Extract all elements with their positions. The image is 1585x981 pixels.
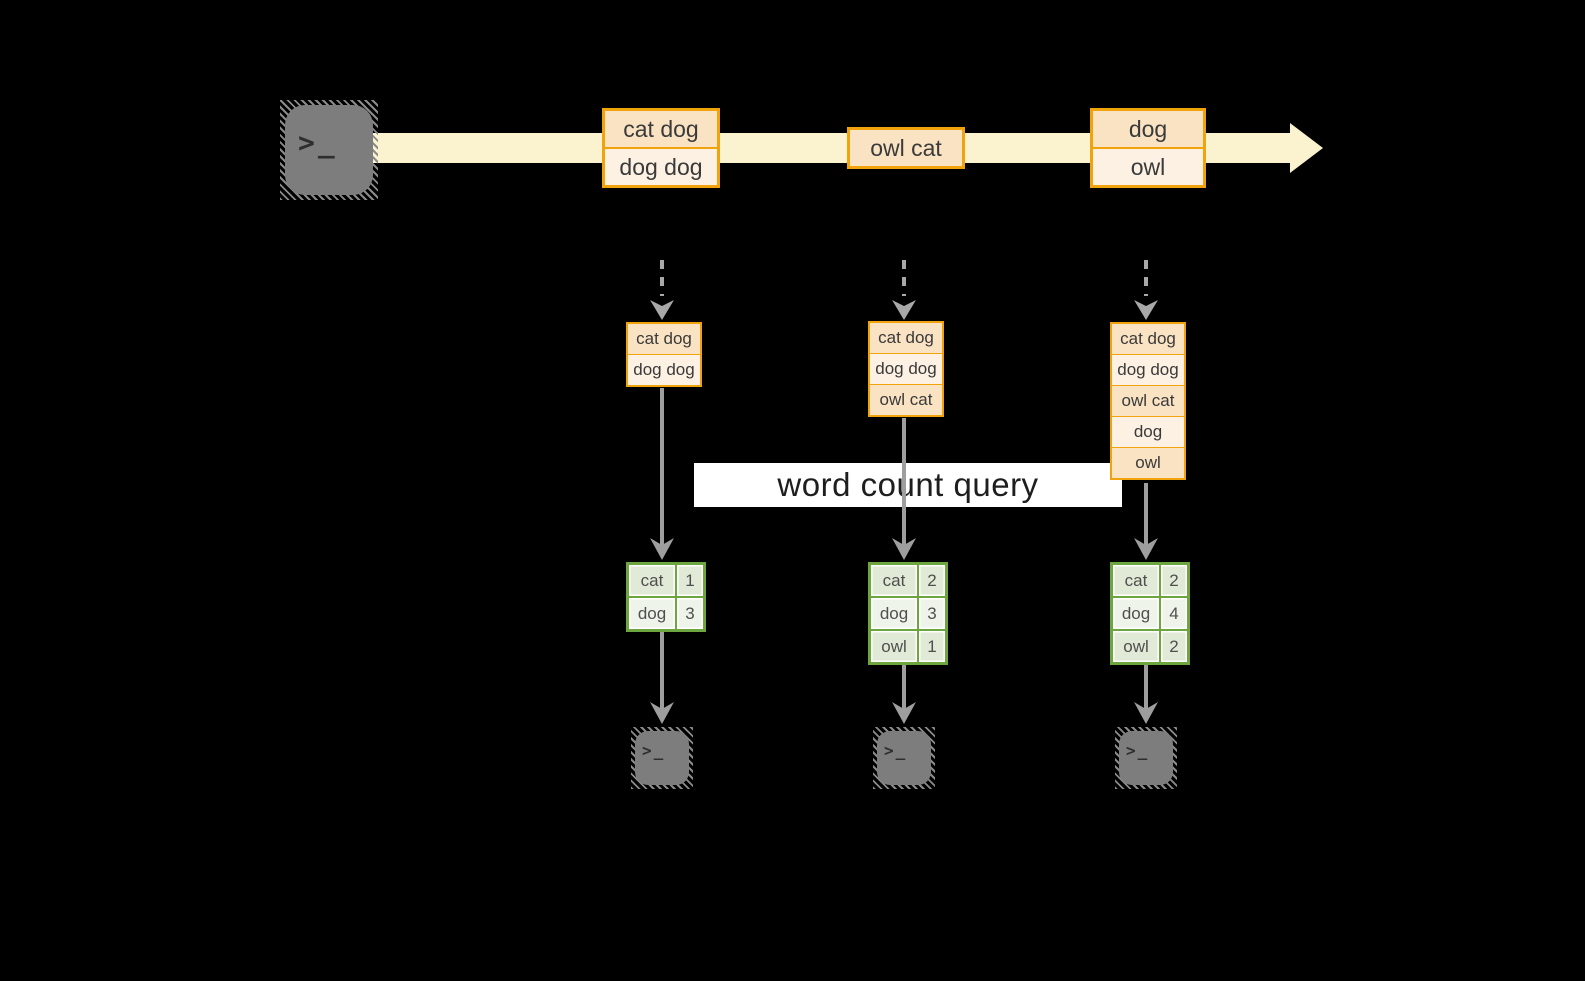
- dashed-arrow-1: [650, 260, 674, 320]
- query-arrow-3: [1134, 483, 1158, 560]
- stream-arrowhead-icon: [1290, 123, 1323, 173]
- count-word: dog: [868, 596, 919, 631]
- state-line: dog dog: [1112, 354, 1184, 385]
- output-terminal-icon-3: >_: [1115, 727, 1177, 789]
- count-row: owl 2: [1110, 629, 1190, 665]
- count-value: 2: [917, 562, 948, 598]
- output-terminal-icon-2: >_: [873, 727, 935, 789]
- stream-event-line: cat dog: [605, 111, 717, 147]
- state-line: cat dog: [1112, 324, 1184, 354]
- dashed-arrow-2: [892, 260, 916, 320]
- output-arrow-1: [650, 629, 674, 724]
- count-row: dog 3: [868, 596, 948, 631]
- stream-event-line: dog: [1093, 111, 1203, 147]
- dashed-arrow-3: [1134, 260, 1158, 320]
- count-word: cat: [1110, 562, 1161, 598]
- terminal-body: [635, 731, 689, 785]
- count-word: owl: [1110, 629, 1161, 665]
- count-value: 3: [675, 596, 706, 632]
- count-row: dog 4: [1110, 596, 1190, 631]
- count-row: cat 2: [868, 562, 948, 598]
- state-line: dog dog: [870, 353, 942, 384]
- stream-event-line: dog dog: [605, 147, 717, 185]
- count-row: dog 3: [626, 596, 706, 632]
- stream-event-line: owl cat: [850, 130, 962, 166]
- count-word: cat: [626, 562, 677, 598]
- output-arrow-2: [892, 660, 916, 724]
- count-word: dog: [626, 596, 677, 632]
- terminal-body: [1119, 731, 1173, 785]
- count-word: dog: [1110, 596, 1161, 631]
- terminal-prompt-glyph: >_: [884, 741, 908, 760]
- count-row: cat 1: [626, 562, 706, 598]
- count-value: 3: [917, 596, 948, 631]
- stream-event-box-2: owl cat: [847, 127, 965, 169]
- query-label: word count query: [777, 466, 1039, 503]
- query-arrow-2: [892, 418, 916, 560]
- terminal-prompt-glyph: >_: [642, 741, 666, 760]
- stream-event-box-1: cat dog dog dog: [602, 108, 720, 188]
- state-line: dog: [1112, 416, 1184, 447]
- source-terminal-icon: >_: [280, 100, 378, 200]
- count-table-1: cat 1 dog 3: [626, 562, 706, 632]
- count-value: 2: [1159, 629, 1190, 665]
- stream-event-box-3: dog owl: [1090, 108, 1206, 188]
- state-line: dog dog: [628, 354, 700, 385]
- terminal-prompt-glyph: >_: [298, 126, 338, 159]
- terminal-body: [877, 731, 931, 785]
- count-value: 1: [675, 562, 706, 598]
- count-word: owl: [868, 629, 919, 665]
- state-box-2: cat dog dog dog owl cat: [868, 321, 944, 417]
- state-line: owl cat: [1112, 385, 1184, 416]
- output-arrow-3: [1134, 660, 1158, 724]
- count-row: cat 2: [1110, 562, 1190, 598]
- stream-event-line: owl: [1093, 147, 1203, 185]
- query-arrow-1: [650, 388, 674, 560]
- query-label-band: word count query: [694, 463, 1122, 507]
- output-terminal-icon-1: >_: [631, 727, 693, 789]
- count-value: 2: [1159, 562, 1190, 598]
- state-line: cat dog: [628, 324, 700, 354]
- count-value: 4: [1159, 596, 1190, 631]
- state-line: cat dog: [870, 323, 942, 353]
- state-box-3: cat dog dog dog owl cat dog owl: [1110, 322, 1186, 480]
- state-line: owl cat: [870, 384, 942, 415]
- terminal-body: [285, 105, 373, 195]
- state-line: owl: [1112, 447, 1184, 478]
- terminal-prompt-glyph: >_: [1126, 741, 1150, 760]
- count-word: cat: [868, 562, 919, 598]
- state-box-1: cat dog dog dog: [626, 322, 702, 387]
- count-row: owl 1: [868, 629, 948, 665]
- count-table-2: cat 2 dog 3 owl 1: [868, 562, 948, 665]
- count-table-3: cat 2 dog 4 owl 2: [1110, 562, 1190, 665]
- count-value: 1: [917, 629, 948, 665]
